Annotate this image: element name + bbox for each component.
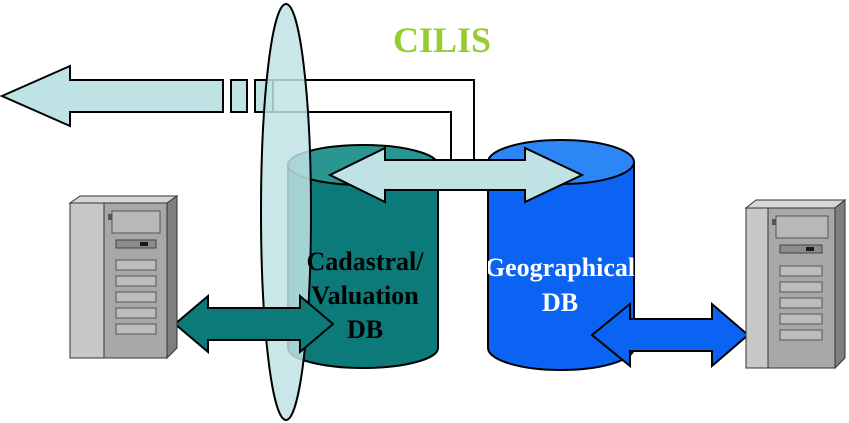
db-link-arrow (327, 146, 585, 204)
server-icon (68, 195, 179, 360)
vertical-bus (260, 3, 312, 421)
geographical-db-label: Geographical DB (485, 253, 635, 317)
svg-text:Valuation: Valuation (311, 281, 419, 310)
outgoing-arrow (0, 64, 274, 128)
svg-text:DB: DB (542, 288, 578, 317)
cadastral-db-label: Cadastral/ Valuation DB (307, 247, 425, 344)
diagram-title: CILIS (393, 20, 491, 60)
svg-text:Cadastral/: Cadastral/ (307, 247, 425, 276)
svg-text:Geographical: Geographical (485, 253, 635, 282)
svg-text:DB: DB (347, 315, 383, 344)
server-icon (744, 198, 847, 370)
connector-lines (273, 79, 475, 160)
left-server-arrow (173, 293, 335, 355)
